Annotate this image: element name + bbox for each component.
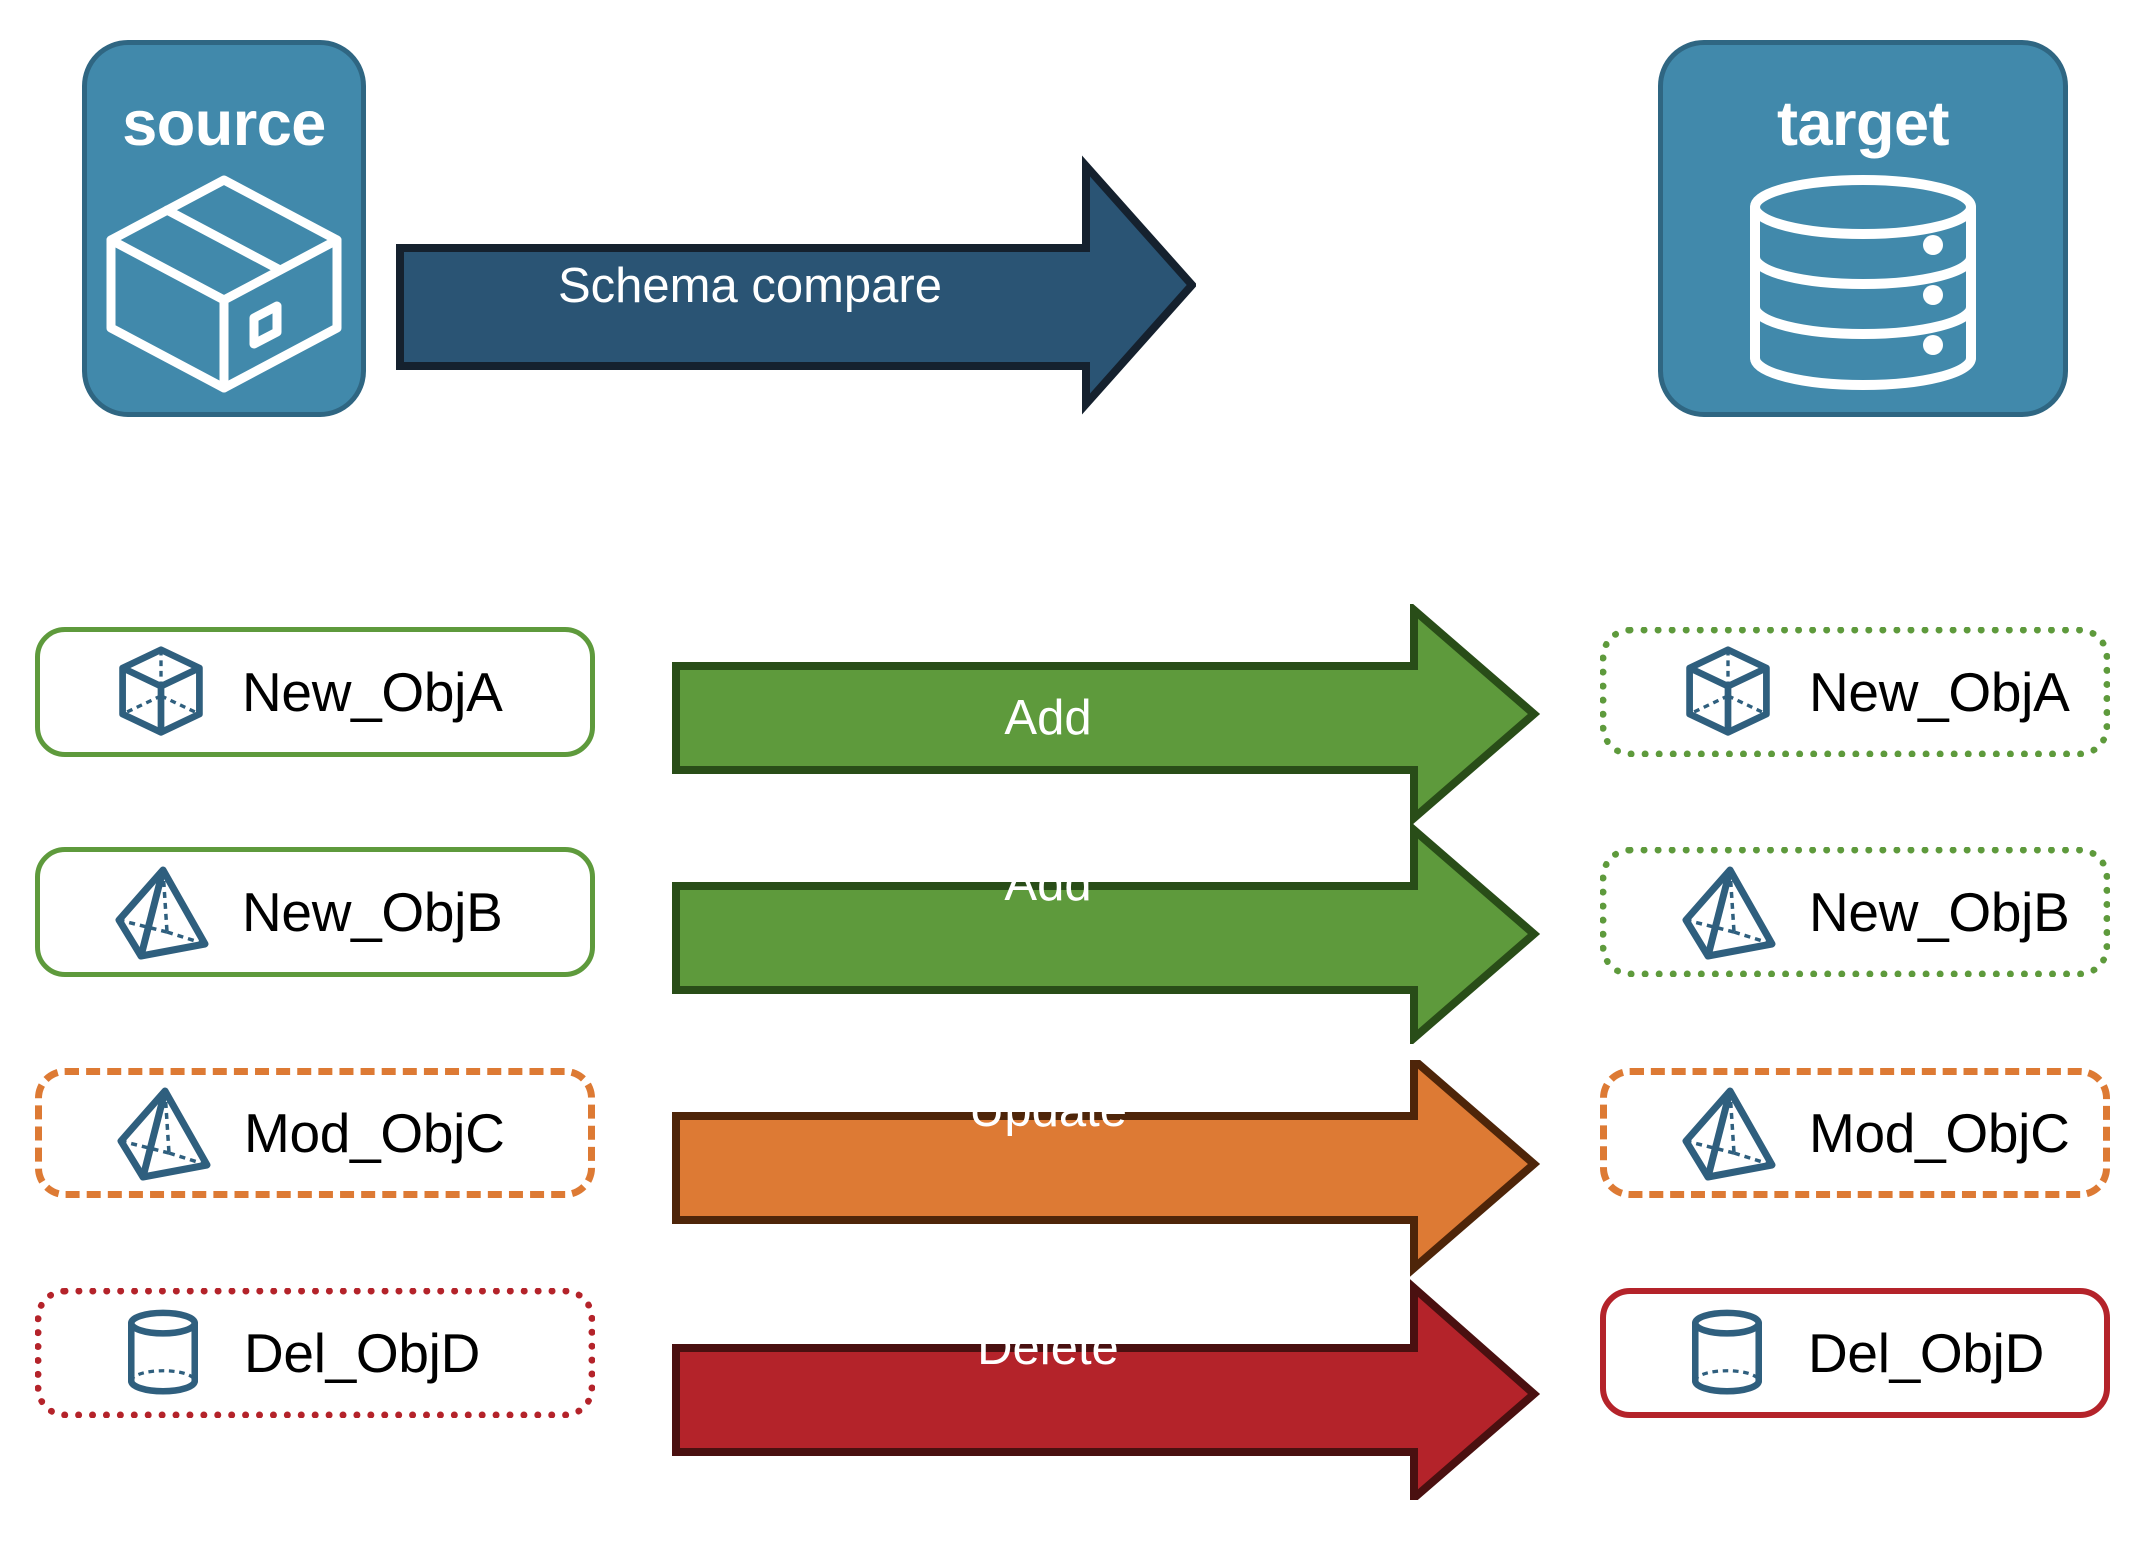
action-arrow-row-3 <box>672 1270 1542 1507</box>
wireframe-pyramid-icon <box>102 862 220 962</box>
action-label-row-3: Delete <box>977 1321 1119 1375</box>
action-arrow-row-0 <box>672 601 1542 827</box>
target-chip-row-1[interactable]: New_ObjB <box>1600 847 2110 977</box>
target-chip-label-row-1: New_ObjB <box>1809 881 2070 943</box>
target-chip-label-row-0: New_ObjA <box>1809 661 2070 723</box>
source-chip-label-row-1: New_ObjB <box>242 881 503 943</box>
action-label-row-1: Add <box>1004 857 1092 911</box>
source-chip-row-3[interactable]: Del_ObjD <box>35 1288 595 1418</box>
source-chip-row-2[interactable]: Mod_ObjC <box>35 1068 595 1198</box>
wireframe-cylinder-icon <box>1668 1305 1786 1401</box>
action-label-row-0: Add <box>1004 691 1092 745</box>
source-chip-row-0[interactable]: New_ObjA <box>35 627 595 757</box>
source-chip-label-row-3: Del_ObjD <box>244 1322 481 1384</box>
database-cylinder-icon <box>1663 156 2063 412</box>
schema-compare-label: Schema compare <box>557 259 942 313</box>
schema-compare-arrow <box>396 140 1198 430</box>
wireframe-cylinder-icon <box>104 1305 222 1401</box>
target-chip-row-0[interactable]: New_ObjA <box>1600 627 2110 757</box>
action-arrow-row-1 <box>672 821 1542 1047</box>
source-endpoint-card[interactable]: source <box>82 40 366 417</box>
wireframe-pyramid-icon <box>1669 862 1787 962</box>
wireframe-pyramid-icon <box>104 1083 222 1183</box>
target-chip-label-row-2: Mod_ObjC <box>1809 1102 2070 1164</box>
action-arrow-row-2 <box>672 1051 1542 1280</box>
package-box-icon <box>87 156 361 412</box>
action-label-row-2: Update <box>968 1083 1127 1137</box>
source-chip-label-row-2: Mod_ObjC <box>244 1102 505 1164</box>
wireframe-pyramid-icon <box>1669 1083 1787 1183</box>
source-chip-label-row-0: New_ObjA <box>242 661 503 723</box>
target-chip-label-row-3: Del_ObjD <box>1808 1322 2045 1384</box>
source-chip-row-1[interactable]: New_ObjB <box>35 847 595 977</box>
source-label: source <box>122 89 326 159</box>
wireframe-cube-icon <box>1669 644 1787 740</box>
target-chip-row-3[interactable]: Del_ObjD <box>1600 1288 2110 1418</box>
wireframe-cube-icon <box>102 644 220 740</box>
target-chip-row-2[interactable]: Mod_ObjC <box>1600 1068 2110 1198</box>
target-endpoint-card[interactable]: target <box>1658 40 2068 417</box>
target-label: target <box>1776 89 1950 159</box>
